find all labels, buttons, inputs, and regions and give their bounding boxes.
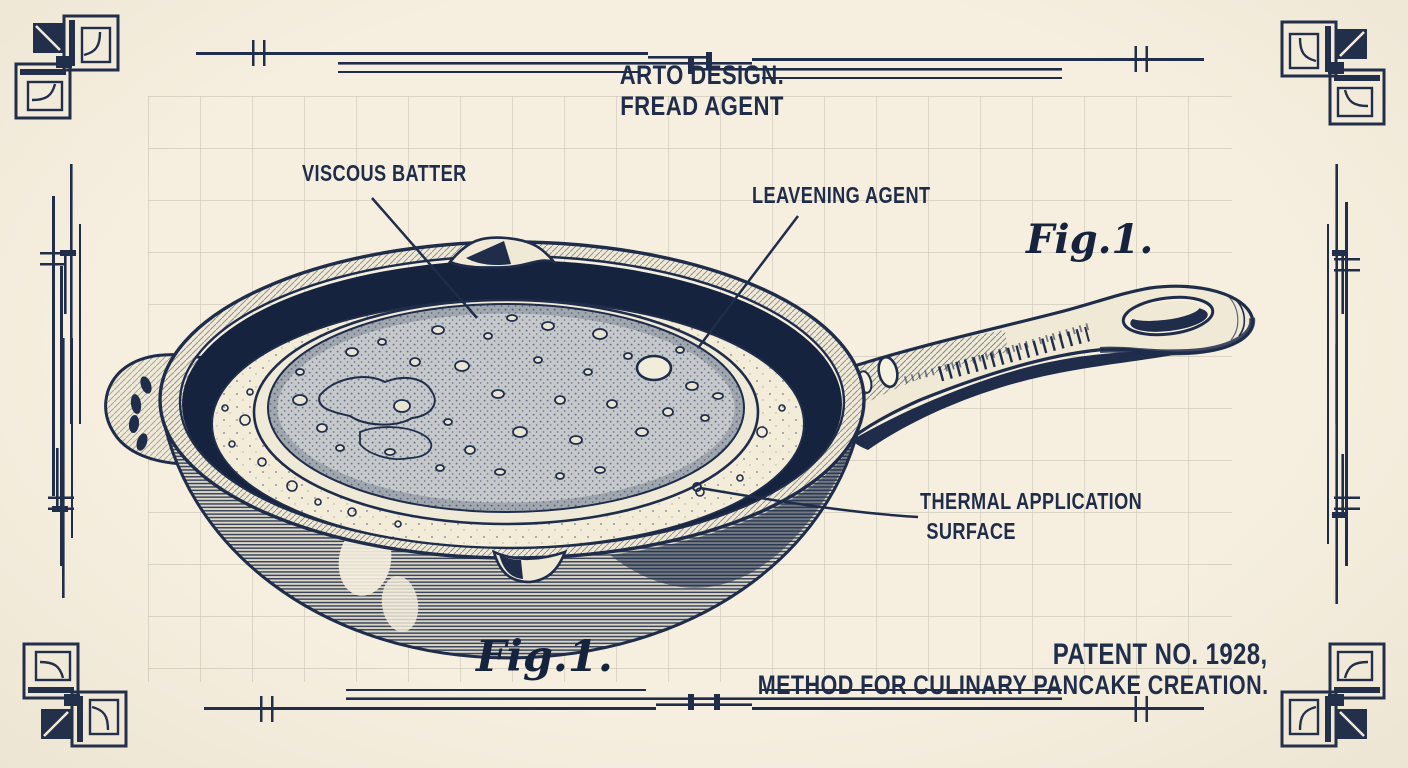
title-line-1: ARTO DESIGN. — [620, 60, 784, 91]
callout-thermal-line-1: THERMAL APPLICATION — [920, 486, 1142, 516]
figure-label-bottom: Fig.1. — [476, 632, 613, 682]
patent-number: PATENT NO. 1928, — [1053, 638, 1268, 672]
large-bubble-highlight — [637, 356, 671, 380]
callout-thermal-surface: THERMAL APPLICATION SURFACE — [920, 486, 1142, 546]
pancake — [254, 300, 758, 524]
callout-leavening-agent: LEAVENING AGENT — [752, 180, 931, 210]
callout-thermal-line-2: SURFACE — [926, 516, 1142, 546]
patent-method-title: METHOD FOR CULINARY PANCAKE CREATION. — [757, 670, 1268, 701]
title-line-2: FREAD AGENT — [620, 91, 784, 122]
callout-viscous-batter: VISCOUS BATTER — [302, 158, 467, 188]
title-block: ARTO DESIGN. FREAD AGENT — [620, 60, 784, 122]
figure-label-top: Fig.1. — [1026, 216, 1153, 263]
